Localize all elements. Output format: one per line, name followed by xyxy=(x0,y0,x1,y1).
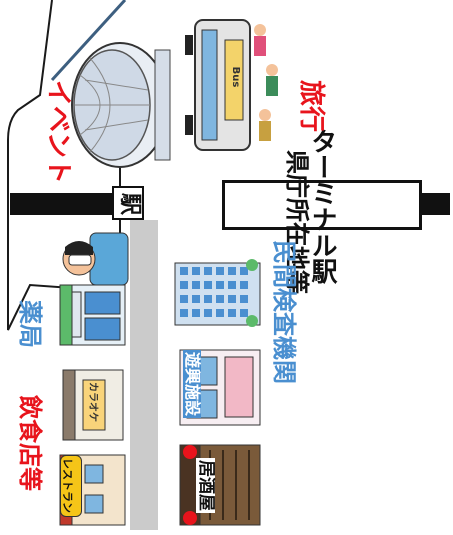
road xyxy=(130,215,158,530)
izakaya-label: 居酒屋 xyxy=(196,458,216,513)
event-dome-illustration xyxy=(71,42,171,168)
restaurants-label: 飲食店等 xyxy=(16,395,44,491)
station-sign: 駅 xyxy=(112,186,144,220)
station-sign-label: 駅 xyxy=(117,192,142,215)
event-label: イベント xyxy=(43,80,73,185)
entertainment-label: 遊興施設 xyxy=(183,350,202,419)
bus-illustration xyxy=(185,19,278,151)
terminal-station-sign: ターミナル駅 xyxy=(222,128,422,284)
restaurant-sign xyxy=(60,455,82,517)
private-lab-label: 民間検査機関 xyxy=(270,240,298,384)
pharmacy-building xyxy=(59,284,126,346)
terminal-station-label: ターミナル駅 xyxy=(307,128,337,284)
private-lab-building xyxy=(174,259,261,327)
pointer-line xyxy=(50,0,127,82)
izakaya-building xyxy=(179,444,261,526)
restaurant-sign-label: レストラン xyxy=(61,458,74,513)
travel-label: 旅行 xyxy=(296,80,326,133)
pharmacy-label: 薬局 xyxy=(16,300,44,348)
karaoke-sign-label: カラオケ xyxy=(87,382,98,422)
bus-sign-label: Bus xyxy=(230,66,241,88)
masked-person-illustration xyxy=(62,232,129,286)
prefectural-office-label: 県庁所在地等 xyxy=(283,150,311,294)
karaoke-building xyxy=(62,369,124,441)
